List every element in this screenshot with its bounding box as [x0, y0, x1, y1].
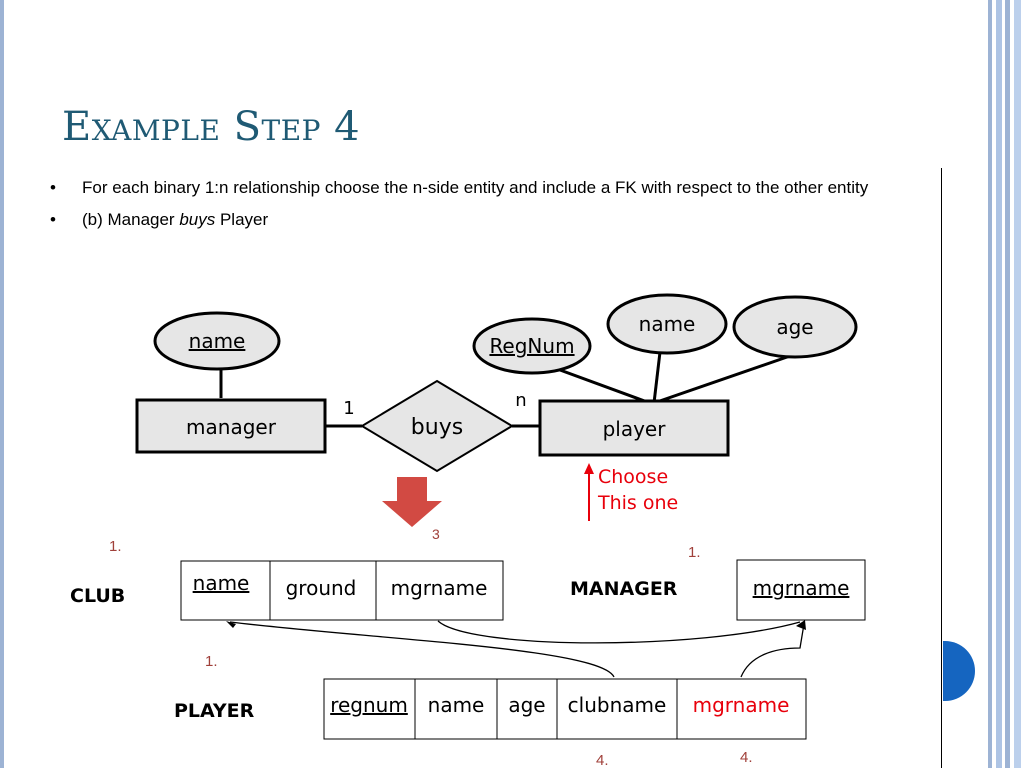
bullet-text-prefix: (b) Manager	[82, 210, 180, 229]
club-col-mgrname: mgrname	[391, 576, 488, 600]
connector-line	[653, 354, 791, 405]
relationship-diamond	[360, 379, 514, 473]
bullet-dot: •	[50, 178, 56, 197]
frame-stripe	[1014, 0, 1021, 768]
bullet-dot: •	[50, 210, 56, 229]
entity-manager-label: manager	[186, 415, 277, 439]
slide-frame-right	[978, 0, 1024, 768]
player-col-name: name	[428, 693, 485, 717]
frame-stripe	[996, 0, 1002, 768]
entity-player	[538, 399, 730, 457]
player-col-regnum: regnum	[330, 693, 408, 717]
attr-player-name: name	[639, 312, 696, 336]
bullet-item: • For each binary 1:n relationship choos…	[50, 176, 910, 200]
slide-frame-left	[0, 0, 4, 768]
fk-arrowhead	[796, 620, 806, 630]
attribute-ellipse	[606, 293, 728, 355]
step-number: 1.	[205, 653, 218, 670]
club-col-ground: ground	[286, 576, 357, 600]
bullet-item: • (b) Manager buys Player	[50, 208, 910, 232]
club-table-border	[180, 560, 504, 621]
choose-note-line2: This one	[597, 492, 678, 514]
player-col-age: age	[508, 693, 545, 717]
step-number: 3	[432, 526, 440, 542]
slide-title: Example Step 4	[62, 104, 361, 150]
table-label-player: PLAYER	[174, 700, 255, 722]
attr-player-regnum: RegNum	[489, 334, 574, 358]
frame-stripe	[988, 0, 992, 768]
connector-line	[559, 368, 651, 405]
manager-col-mgrname: mgrname	[753, 576, 850, 600]
manager-table-border	[736, 559, 866, 621]
connector-line	[652, 351, 662, 404]
step-number: 4.	[596, 752, 609, 768]
relationship-label: buys	[411, 415, 463, 440]
content-divider	[941, 168, 942, 768]
choose-note-line1: Choose	[598, 466, 668, 488]
bullet-list: • For each binary 1:n relationship choos…	[50, 176, 910, 240]
attribute-ellipse	[472, 317, 592, 375]
attr-manager-name: name	[189, 329, 246, 353]
frame-stripe	[1005, 0, 1010, 768]
table-label-club: CLUB	[70, 585, 125, 607]
fk-curve	[229, 621, 615, 678]
table-label-manager: MANAGER	[570, 578, 678, 600]
attribute-ellipse	[732, 295, 858, 359]
bullet-text-emphasis: buys	[179, 210, 216, 229]
player-table-border	[323, 678, 807, 740]
club-col-name: name	[193, 571, 250, 595]
bullet-text-suffix: Player	[215, 210, 269, 229]
fk-curve	[437, 620, 801, 644]
entity-player-label: player	[603, 417, 667, 441]
attribute-ellipse	[153, 311, 281, 371]
attr-player-age: age	[776, 315, 813, 339]
cardinality-one: 1	[343, 398, 354, 419]
cardinality-many: n	[515, 390, 526, 411]
player-col-mgrname: mgrname	[693, 693, 790, 717]
down-arrow-icon	[382, 477, 442, 527]
fk-curve	[740, 623, 805, 678]
fk-arrowhead	[226, 621, 236, 628]
player-col-clubname: clubname	[568, 693, 667, 717]
step-number: 1.	[688, 544, 701, 561]
entity-manager	[135, 398, 327, 454]
step-number: 4.	[740, 749, 753, 766]
er-diagram: name manager buys 1 n player RegNum name…	[70, 293, 866, 768]
bullet-text: For each binary 1:n relationship choose …	[82, 178, 869, 197]
step-number: 1.	[109, 538, 122, 555]
choose-arrow-head	[584, 463, 594, 474]
